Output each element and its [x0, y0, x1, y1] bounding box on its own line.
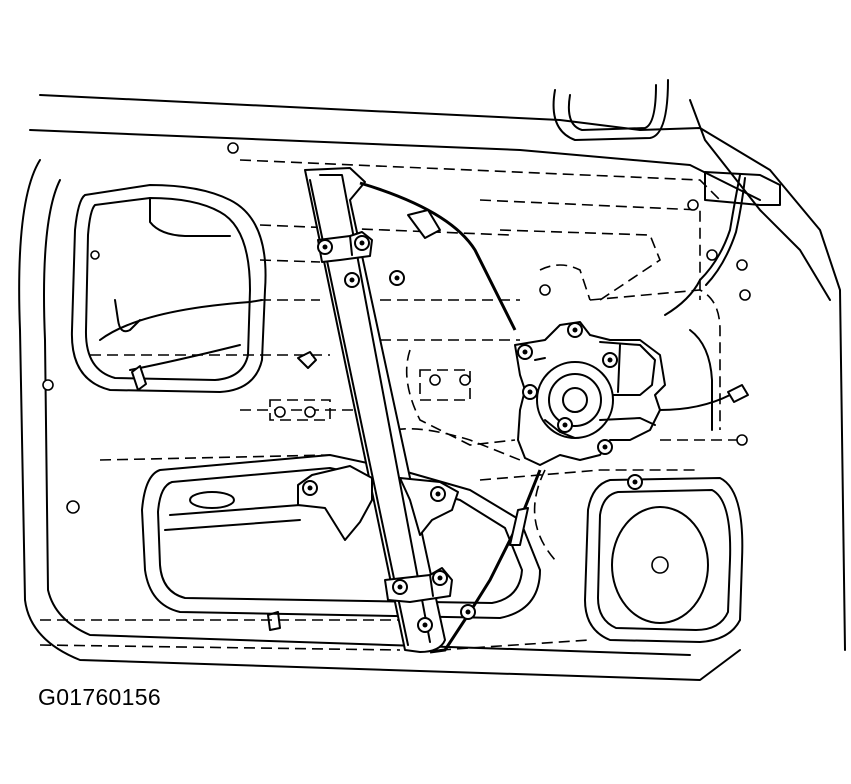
bolt: [522, 384, 538, 400]
bolt: [302, 480, 318, 496]
speaker: [584, 477, 744, 643]
window-motor: [514, 321, 666, 466]
bolt: [317, 239, 333, 255]
regulator-cable: [359, 181, 542, 654]
bolt: [517, 344, 533, 360]
bolt: [430, 486, 446, 502]
bolt: [567, 322, 583, 338]
bolt: [597, 439, 613, 455]
bolt: [627, 474, 643, 490]
bolts: [302, 235, 643, 633]
bolt: [602, 352, 618, 368]
wiring-harness: [659, 171, 781, 431]
upper-access-opening: [70, 184, 267, 393]
bolt: [389, 270, 405, 286]
bolt: [460, 604, 476, 620]
bolt: [354, 235, 370, 251]
hidden-lines: [39, 159, 740, 651]
bolt: [417, 617, 433, 633]
panel-holes: [42, 142, 751, 631]
door-frame: [18, 79, 846, 681]
figure-code: G01760156: [38, 684, 161, 710]
bolt: [392, 579, 408, 595]
bolt: [557, 417, 573, 433]
bolt: [432, 570, 448, 586]
bolt: [344, 272, 360, 288]
